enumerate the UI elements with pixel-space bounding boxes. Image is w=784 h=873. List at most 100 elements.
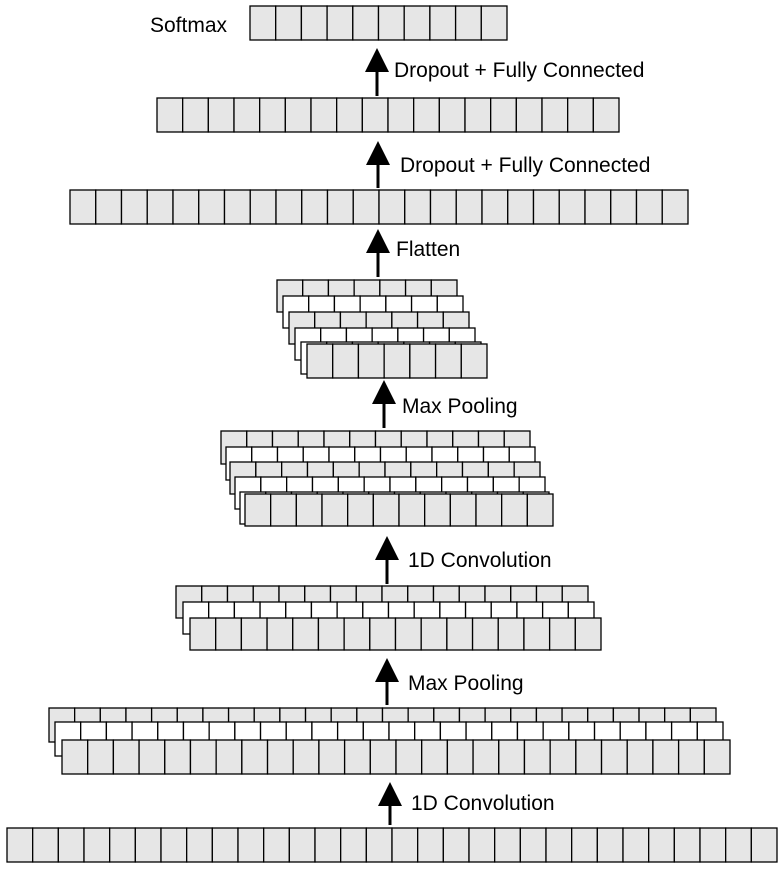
flatten-vector-cell — [198, 189, 226, 225]
label-conv2: 1D Convolution — [408, 549, 552, 572]
input-layer-cell — [750, 827, 778, 863]
flatten-vector-cell — [584, 189, 612, 225]
conv2-feature-maps-cell — [501, 493, 528, 527]
flatten-vector-cell — [95, 189, 123, 225]
conv2-feature-maps-cell — [270, 493, 297, 527]
label-pool1: Max Pooling — [408, 672, 524, 695]
fc1-vector-cell — [284, 97, 312, 133]
input-layer-cell — [340, 827, 367, 863]
pool2-feature-maps-cell — [357, 343, 385, 379]
flatten-vector-cell — [172, 189, 200, 225]
pool2-feature-maps-cell — [460, 343, 488, 379]
conv2-feature-maps — [220, 430, 554, 527]
conv1-feature-maps-cell — [446, 739, 474, 775]
input-layer-cell — [417, 827, 444, 863]
conv1-feature-maps-cell — [677, 739, 705, 775]
input-layer-cell — [571, 827, 598, 863]
conv1-feature-maps-cell — [112, 739, 140, 775]
fc1-vector-cell — [464, 97, 492, 133]
fc1-vector-cell — [336, 97, 363, 133]
fc1-vector-cell — [387, 97, 415, 133]
input-layer-cell — [83, 827, 111, 863]
conv1-feature-maps-cell — [575, 739, 603, 775]
pool1-feature-maps-cell — [394, 617, 422, 651]
input-layer-cell — [109, 827, 136, 863]
conv2-feature-maps-cell — [347, 493, 374, 527]
flatten-vector-cell — [429, 189, 457, 225]
fc1-vector-cell — [310, 97, 338, 133]
conv1-feature-maps-cell — [61, 739, 89, 775]
conv1-feature-maps-cell — [369, 739, 397, 775]
conv1-feature-maps-cell — [549, 739, 577, 775]
conv1-feature-maps-cell — [164, 739, 192, 775]
softmax-output-cell — [429, 5, 457, 41]
fc1-vector — [156, 97, 620, 133]
flatten-vector-cell — [146, 189, 174, 225]
input-layer-cell — [134, 827, 162, 863]
flatten-vector-cell — [610, 189, 638, 225]
input-layer-cell — [263, 827, 290, 863]
input-layer-cell — [237, 827, 265, 863]
pool1-feature-maps-cell — [317, 617, 345, 651]
input-layer-cell — [673, 827, 701, 863]
fc1-vector-cell — [592, 97, 620, 133]
pool2-feature-maps-cell — [332, 343, 360, 379]
flatten-vector-cell — [635, 189, 663, 225]
flatten-vector-cell — [275, 189, 303, 225]
pool1-feature-maps-cell — [574, 617, 602, 651]
pool2-feature-maps-cell — [383, 343, 411, 379]
fc1-vector-cell — [233, 97, 261, 133]
flatten-vector — [69, 189, 689, 225]
pool1-feature-maps-cell — [548, 617, 576, 651]
conv1-feature-maps-cell — [189, 739, 217, 775]
softmax-output-cell — [326, 5, 354, 41]
conv1-feature-maps-cell — [626, 739, 654, 775]
label-conv1: 1D Convolution — [411, 792, 555, 815]
softmax-output-cell — [403, 5, 431, 41]
input-layer-cell — [596, 827, 624, 863]
flatten-vector-cell — [326, 189, 354, 225]
input-layer-cell — [288, 827, 316, 863]
input-layer-cell — [314, 827, 342, 863]
input-layer-cell — [57, 827, 85, 863]
conv1-feature-maps-cell — [343, 739, 371, 775]
pool1-feature-maps-cell — [497, 617, 525, 651]
input-layer-cell — [622, 827, 650, 863]
softmax-output-cell — [480, 5, 508, 41]
softmax-output-cell — [377, 5, 405, 41]
conv2-feature-maps-cell — [424, 493, 451, 527]
pool1-feature-maps-cell — [292, 617, 320, 651]
conv2-feature-maps-cell — [449, 493, 477, 527]
pool1-feature-maps-cell — [189, 617, 217, 651]
flatten-vector-cell — [481, 189, 509, 225]
conv1-feature-maps-cell — [421, 739, 449, 775]
input-layer — [6, 827, 778, 863]
pool1-feature-maps-cell — [343, 617, 371, 651]
conv1-feature-maps-cell — [600, 739, 628, 775]
input-layer-cell — [211, 827, 239, 863]
pool1-feature-maps-cell — [523, 617, 551, 651]
flatten-vector-cell — [558, 189, 586, 225]
softmax-output-cell — [454, 5, 482, 41]
pool1-feature-maps-cell — [446, 617, 474, 651]
pool1-feature-maps-cell — [215, 617, 243, 651]
conv1-feature-maps-cell — [266, 739, 294, 775]
conv1-feature-maps-cell — [87, 739, 115, 775]
fc1-vector-cell — [207, 97, 235, 133]
input-layer-cell — [519, 827, 547, 863]
input-layer-cell — [468, 827, 496, 863]
conv2-feature-maps-cell — [398, 493, 426, 527]
fc1-vector-cell — [567, 97, 594, 133]
flatten-vector-cell — [532, 189, 560, 225]
conv1-feature-maps-cell — [292, 739, 320, 775]
arrows — [365, 48, 402, 825]
pool1-feature-maps-cell — [420, 617, 448, 651]
fc1-vector-cell — [259, 97, 286, 133]
conv2-feature-maps-cell — [321, 493, 349, 527]
flatten-vector-cell — [249, 189, 277, 225]
pool1-feature-maps-cell — [369, 617, 397, 651]
softmax-output-cell — [275, 5, 303, 41]
input-layer-cell — [186, 827, 213, 863]
conv2-feature-maps-cell — [526, 493, 554, 527]
